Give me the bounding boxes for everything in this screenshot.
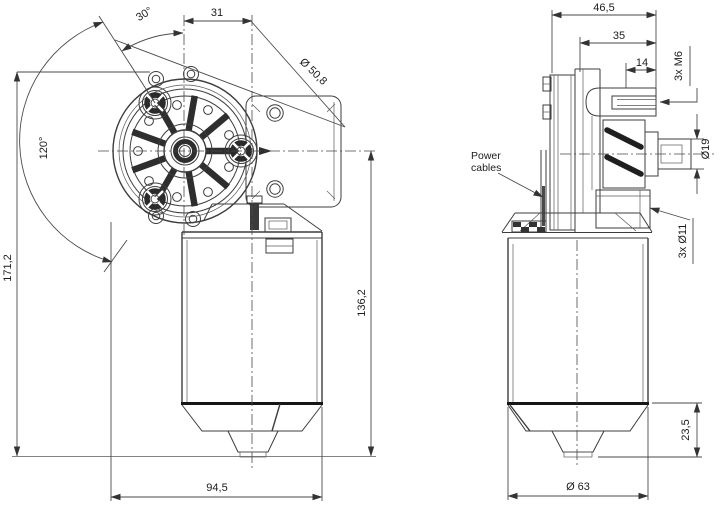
power-cables-strip: [540, 150, 547, 227]
side-lower-boss: [595, 189, 651, 229]
dim-14: 14: [625, 57, 657, 88]
dim-23-5: 23,5: [598, 402, 702, 458]
dim-angle-30: 30°: [98, 5, 184, 104]
dim-angle-30-label: 30°: [134, 5, 154, 24]
dim-angle-120-label: 120°: [38, 137, 50, 160]
dim-171-2: 171,2: [2, 71, 150, 457]
side-front-housing: [574, 68, 601, 232]
dim-23-5-label: 23,5: [680, 419, 692, 440]
note-3x-m6-label: 3x M6: [673, 51, 685, 81]
rim-holes: [133, 100, 234, 202]
dim-31: 31: [183, 7, 253, 25]
dim-bolt-circle-label: Ø 50,8: [297, 56, 329, 88]
side-view: [501, 68, 714, 468]
dim-46-5-label: 46,5: [593, 2, 614, 14]
note-3x-m6: 3x M6: [659, 46, 698, 106]
side-motor-body: [502, 232, 652, 458]
dim-35-label: 35: [613, 30, 625, 42]
dim-dia-63: Ø 63: [507, 407, 649, 500]
dim-31-label: 31: [211, 7, 223, 19]
side-view-dimensions: 46,5 35 14 3x M6 Ø19 Powe: [471, 2, 712, 500]
dim-136-2-label: 136,2: [356, 289, 368, 317]
dim-35: 35: [579, 30, 657, 72]
note-3x-dia-11: 3x Ø11: [649, 207, 694, 264]
power-cables-label-1: Power: [471, 150, 501, 162]
side-mounting-boss-m6: [585, 87, 657, 117]
dim-136-2: 136,2: [356, 150, 375, 457]
power-cables-label-2: cables: [471, 162, 501, 174]
dim-94-5-label: 94,5: [206, 482, 227, 494]
dim-171-2-label: 171,2: [2, 254, 14, 282]
dim-dia-63-label: Ø 63: [566, 481, 590, 493]
dim-94-5: 94,5: [110, 222, 323, 501]
front-flange-plate: [245, 95, 342, 208]
callout-power-cables: Power cables: [471, 150, 544, 198]
side-flange-plate: [542, 74, 576, 231]
front-view: [12, 15, 376, 470]
side-base-flare: [501, 212, 653, 233]
dim-dia-19: Ø19: [691, 114, 712, 194]
dim-14-label: 14: [636, 57, 648, 69]
note-3x-dia-11-label: 3x Ø11: [677, 224, 689, 259]
dim-46-5: 46,5: [551, 2, 657, 88]
front-neck: [203, 195, 323, 233]
dim-dia-19-label: Ø19: [700, 139, 712, 160]
